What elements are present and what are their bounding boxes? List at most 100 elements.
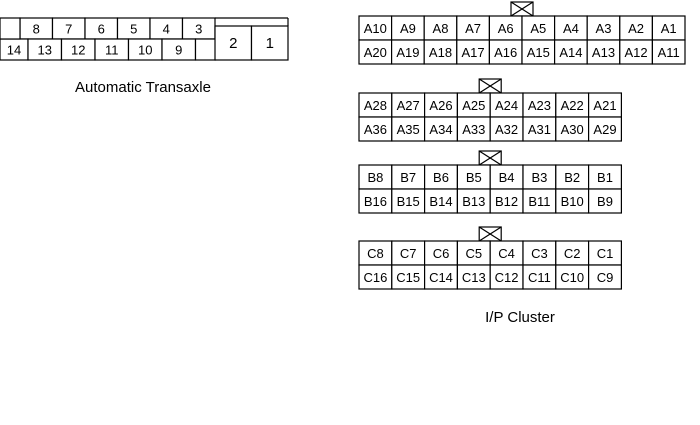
pin-label: C10 bbox=[560, 270, 584, 285]
pin-label: A10 bbox=[364, 21, 387, 36]
pin-label: A15 bbox=[527, 45, 550, 60]
cluster-pin-B7: B7 bbox=[391, 164, 426, 190]
pin-label: A8 bbox=[433, 21, 449, 36]
cluster-pin-C5: C5 bbox=[456, 240, 491, 266]
cluster-pin-A33: A33 bbox=[456, 116, 491, 142]
pin-label: C11 bbox=[528, 270, 551, 285]
cluster-pin-A32: A32 bbox=[489, 116, 524, 142]
pin-label: A16 bbox=[494, 45, 517, 60]
pin-label: B5 bbox=[466, 170, 482, 185]
transaxle-pin-10: 10 bbox=[127, 38, 163, 61]
pin-label: 4 bbox=[163, 22, 170, 37]
pin-label: A24 bbox=[495, 98, 518, 113]
pin-label: B2 bbox=[564, 170, 580, 185]
pin-label: B4 bbox=[499, 170, 515, 185]
ip-cluster-title: I/P Cluster bbox=[485, 309, 555, 326]
pin-label: B14 bbox=[429, 194, 452, 209]
cluster-pin-B14: B14 bbox=[424, 188, 459, 214]
pin-label: C5 bbox=[465, 246, 482, 261]
pin-label: 5 bbox=[130, 22, 137, 37]
pin-label: A23 bbox=[528, 98, 551, 113]
cluster-pin-C4: C4 bbox=[489, 240, 524, 266]
cluster-pin-A27: A27 bbox=[391, 92, 426, 118]
pin-label: C9 bbox=[597, 270, 614, 285]
pin-label: A32 bbox=[495, 122, 518, 137]
cluster-pin-A8: A8 bbox=[423, 15, 458, 41]
cluster-pin-B1: B1 bbox=[587, 164, 622, 190]
connector-key-lock bbox=[510, 1, 534, 17]
cluster-pin-C11: C11 bbox=[522, 264, 557, 290]
pin-label: 3 bbox=[195, 22, 202, 37]
cluster-pin-A18: A18 bbox=[423, 39, 458, 65]
cluster-pin-C7: C7 bbox=[391, 240, 426, 266]
cluster-pin-C9: C9 bbox=[587, 264, 622, 290]
pin-label: 11 bbox=[105, 43, 119, 58]
cluster-pin-B11: B11 bbox=[522, 188, 557, 214]
pin-label: B12 bbox=[495, 194, 518, 209]
cluster-pin-B15: B15 bbox=[391, 188, 426, 214]
pin-label: A19 bbox=[396, 45, 419, 60]
pin-label: C7 bbox=[400, 246, 417, 261]
pin-label: C1 bbox=[597, 246, 614, 261]
transaxle-pin-14: 14 bbox=[0, 38, 29, 61]
pin-label: B3 bbox=[531, 170, 547, 185]
transaxle-pin-8: 8 bbox=[19, 17, 54, 40]
pin-label: A30 bbox=[561, 122, 584, 137]
pin-label: C4 bbox=[498, 246, 515, 261]
pin-label: A14 bbox=[559, 45, 582, 60]
cluster-pin-C16: C16 bbox=[358, 264, 393, 290]
pin-label: C12 bbox=[495, 270, 519, 285]
cluster-pin-A14: A14 bbox=[553, 39, 588, 65]
cluster-pin-C13: C13 bbox=[456, 264, 491, 290]
pin-label: A34 bbox=[429, 122, 452, 137]
cluster-pin-A9: A9 bbox=[391, 15, 425, 41]
pin-label: 10 bbox=[138, 43, 152, 58]
cluster-pin-B3: B3 bbox=[522, 164, 557, 190]
connector-key-lock bbox=[478, 78, 502, 94]
cluster-pin-A23: A23 bbox=[522, 92, 557, 118]
pin-label: B10 bbox=[561, 194, 584, 209]
pin-label: C8 bbox=[367, 246, 384, 261]
pin-label: 12 bbox=[71, 43, 85, 58]
transaxle-pin-13: 13 bbox=[27, 38, 63, 61]
cluster-pin-C1: C1 bbox=[587, 240, 622, 266]
connector-key-lock bbox=[478, 150, 502, 166]
pin-label: 7 bbox=[65, 22, 72, 37]
cluster-pin-A24: A24 bbox=[489, 92, 524, 118]
cluster-pin-A19: A19 bbox=[391, 39, 425, 65]
cluster-pin-C3: C3 bbox=[522, 240, 557, 266]
cluster-pin-A15: A15 bbox=[521, 39, 556, 65]
cluster-pin-A21: A21 bbox=[587, 92, 622, 118]
transaxle-pin-6: 6 bbox=[84, 17, 119, 40]
cluster-pin-A36: A36 bbox=[358, 116, 393, 142]
pin-label: A3 bbox=[596, 21, 612, 36]
cluster-pin-C8: C8 bbox=[358, 240, 393, 266]
pin-label: A12 bbox=[625, 45, 648, 60]
transaxle-pin-3: 3 bbox=[181, 17, 216, 40]
cluster-pin-A3: A3 bbox=[586, 15, 621, 41]
transaxle-pin-1: 1 bbox=[250, 25, 289, 61]
pin-label: C2 bbox=[564, 246, 581, 261]
cluster-pin-A16: A16 bbox=[488, 39, 523, 65]
cluster-pin-A25: A25 bbox=[456, 92, 491, 118]
pin-label: B8 bbox=[367, 170, 383, 185]
pin-label: A35 bbox=[397, 122, 420, 137]
transaxle-pin-9: 9 bbox=[161, 38, 197, 61]
pin-label: C16 bbox=[363, 270, 387, 285]
pin-label: A13 bbox=[592, 45, 615, 60]
cluster-pin-A13: A13 bbox=[586, 39, 621, 65]
pin-label: A33 bbox=[462, 122, 485, 137]
transaxle-pin-7: 7 bbox=[51, 17, 86, 40]
transaxle-pin-12: 12 bbox=[60, 38, 96, 61]
cluster-pin-A10: A10 bbox=[358, 15, 393, 41]
pin-label: B13 bbox=[462, 194, 485, 209]
pin-label: B1 bbox=[597, 170, 613, 185]
pin-label: C3 bbox=[531, 246, 548, 261]
pin-label: A2 bbox=[628, 21, 644, 36]
pin-label: A31 bbox=[528, 122, 551, 137]
transaxle-pin-11: 11 bbox=[94, 38, 130, 61]
